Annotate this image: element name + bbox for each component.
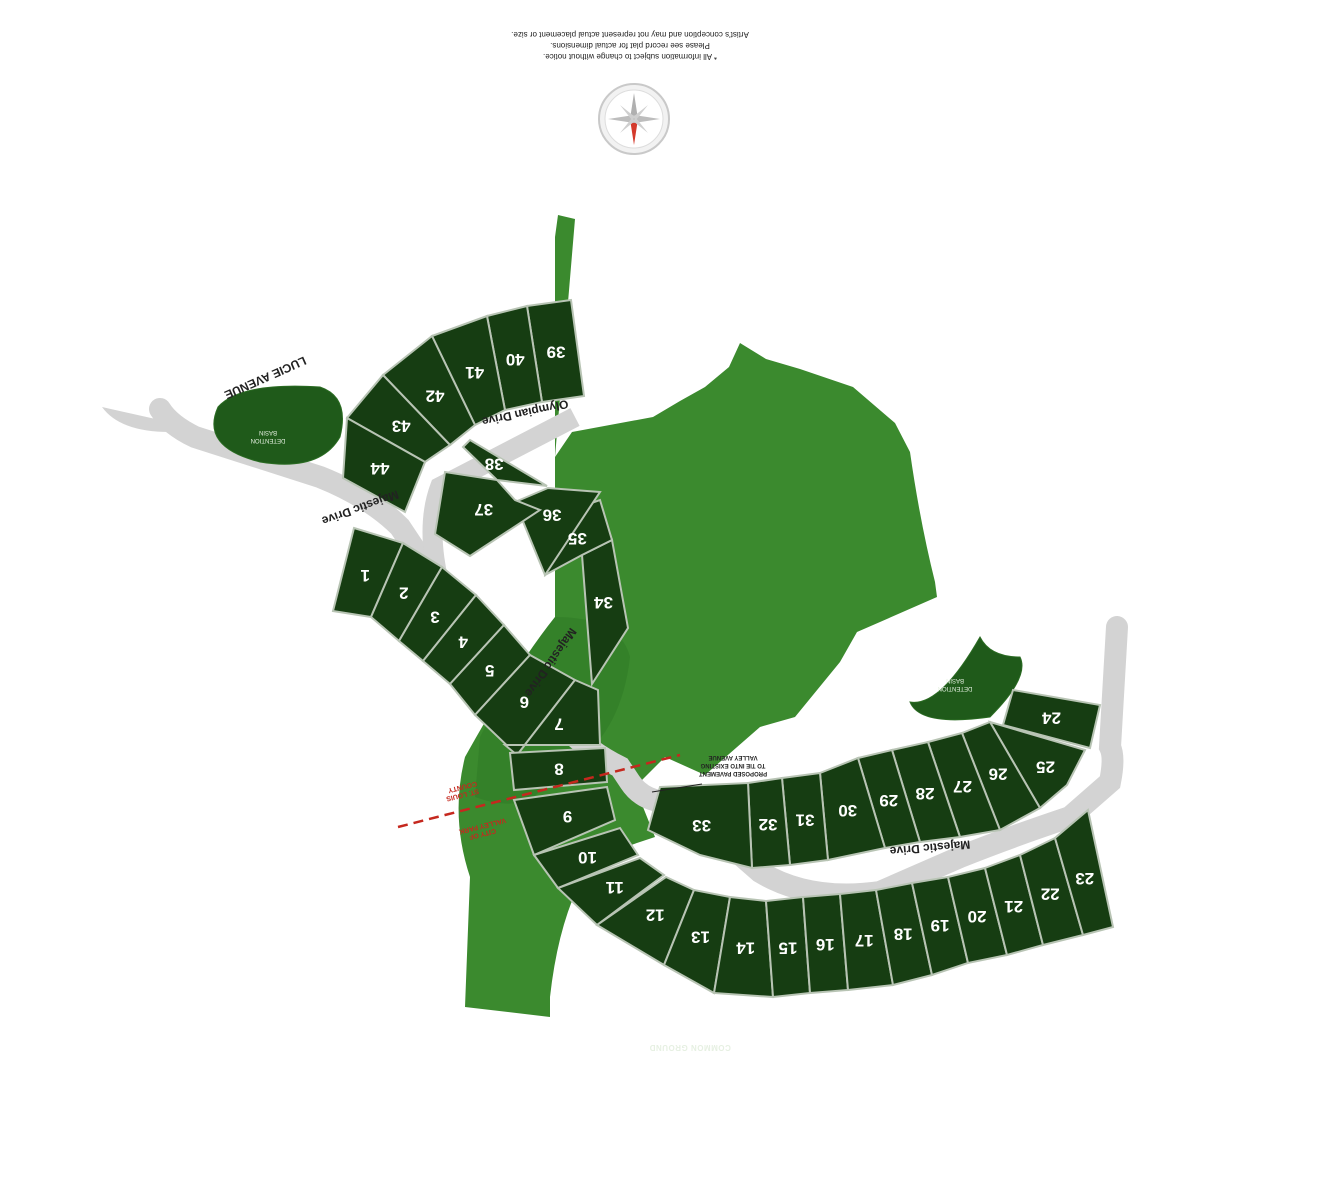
lot-label-22: 22 xyxy=(1041,885,1060,904)
lot-7[interactable] xyxy=(502,678,602,757)
lot-label-34: 34 xyxy=(594,593,613,612)
majestic-drive-road xyxy=(149,398,1128,906)
detention-basin-north-label-1: DETENTION xyxy=(251,437,286,443)
lot-label-15: 15 xyxy=(779,939,798,958)
lot-label-11: 11 xyxy=(606,878,624,897)
lot-label-5: 5 xyxy=(485,661,494,680)
lot-11[interactable] xyxy=(556,856,666,927)
lot-label-35: 35 xyxy=(568,529,587,548)
lot-38[interactable] xyxy=(461,438,548,487)
lots-layer xyxy=(331,298,1115,999)
pavement-note-line3: VALLEY AVENUE xyxy=(708,754,757,760)
lot-label-37: 37 xyxy=(474,500,493,519)
lot-label-26: 26 xyxy=(989,765,1008,784)
disclaimer: * All information subject to change with… xyxy=(511,30,749,61)
lot-label-12: 12 xyxy=(646,906,665,925)
lot-label-1: 1 xyxy=(360,566,369,585)
lot-label-4: 4 xyxy=(458,633,468,652)
lot-label-14: 14 xyxy=(736,939,755,958)
lot-23[interactable] xyxy=(1053,808,1115,937)
lot-label-23: 23 xyxy=(1075,869,1094,888)
lot-label-44: 44 xyxy=(370,459,389,478)
detention-basin-north-label-2: BASIN xyxy=(259,429,277,435)
detention-basin-south-label-1: DETENTION xyxy=(938,685,973,691)
lot-label-10: 10 xyxy=(578,848,597,867)
lot-label-6: 6 xyxy=(519,693,528,712)
lot-label-18: 18 xyxy=(894,925,913,944)
lot-label-13: 13 xyxy=(691,928,710,947)
basin-labels: DETENTION BASIN DETENTION BASIN xyxy=(251,429,973,691)
lot-label-25: 25 xyxy=(1036,758,1055,777)
disclaimer-line1: * All information subject to change with… xyxy=(543,52,717,61)
detention-basin-north-shape xyxy=(213,385,343,465)
lot-label-32: 32 xyxy=(759,815,778,834)
lot-label-16: 16 xyxy=(816,935,835,954)
lot-label-27: 27 xyxy=(953,777,972,796)
lot-33[interactable] xyxy=(646,781,754,870)
lot-label-28: 28 xyxy=(916,784,935,803)
compass-rose-icon xyxy=(598,83,670,155)
lot-label-19: 19 xyxy=(931,916,950,935)
lot-24[interactable] xyxy=(1001,688,1102,750)
detention-basin-south xyxy=(909,635,1023,721)
lot-label-9: 9 xyxy=(563,807,572,826)
disclaimer-line3: Artist's conception and may not represen… xyxy=(511,30,749,39)
lot-10[interactable] xyxy=(532,826,640,890)
lot-label-17: 17 xyxy=(855,931,874,950)
lot-label-20: 20 xyxy=(968,907,987,926)
pavement-note-line2: TO TIE INTO EXISTING xyxy=(700,762,765,768)
lot-9[interactable] xyxy=(512,785,617,857)
lot-8[interactable] xyxy=(508,746,609,792)
lot-label-29: 29 xyxy=(879,791,898,810)
lot-label-24: 24 xyxy=(1042,709,1061,728)
pavement-note: PROPOSED PAVEMENT TO TIE INTO EXISTING V… xyxy=(651,754,767,793)
pavement-note-leader xyxy=(651,783,703,793)
lot-label-41: 41 xyxy=(465,363,484,382)
lot-label-3: 3 xyxy=(430,608,439,627)
lot-44[interactable] xyxy=(341,416,427,514)
detention-basin-south-shape xyxy=(909,635,1023,721)
lucie-avenue-cul xyxy=(102,407,170,432)
lot-label-33: 33 xyxy=(692,816,711,835)
lot-label-8: 8 xyxy=(554,760,563,779)
lot-label-21: 21 xyxy=(1004,897,1023,916)
lot-label-40: 40 xyxy=(506,350,525,369)
lot-label-36: 36 xyxy=(543,506,562,525)
pavement-note-line1: PROPOSED PAVEMENT xyxy=(699,770,767,776)
detention-basin-south-label-2: BASIN xyxy=(946,677,964,683)
disclaimer-line2: Please see record plat for actual dimens… xyxy=(550,41,710,50)
lot-label-43: 43 xyxy=(392,417,411,436)
lot-label-31: 31 xyxy=(796,811,815,830)
lot-label-7: 7 xyxy=(554,715,563,734)
common-ground-label: COMMON GROUND xyxy=(649,1043,731,1052)
lot-label-30: 30 xyxy=(838,801,857,820)
lot-label-2: 2 xyxy=(399,584,408,603)
city-county-line xyxy=(397,753,681,829)
lot-label-38: 38 xyxy=(485,455,504,474)
lot-label-39: 39 xyxy=(547,343,566,362)
detention-basin-north xyxy=(213,385,343,465)
lot-label-42: 42 xyxy=(426,387,445,406)
